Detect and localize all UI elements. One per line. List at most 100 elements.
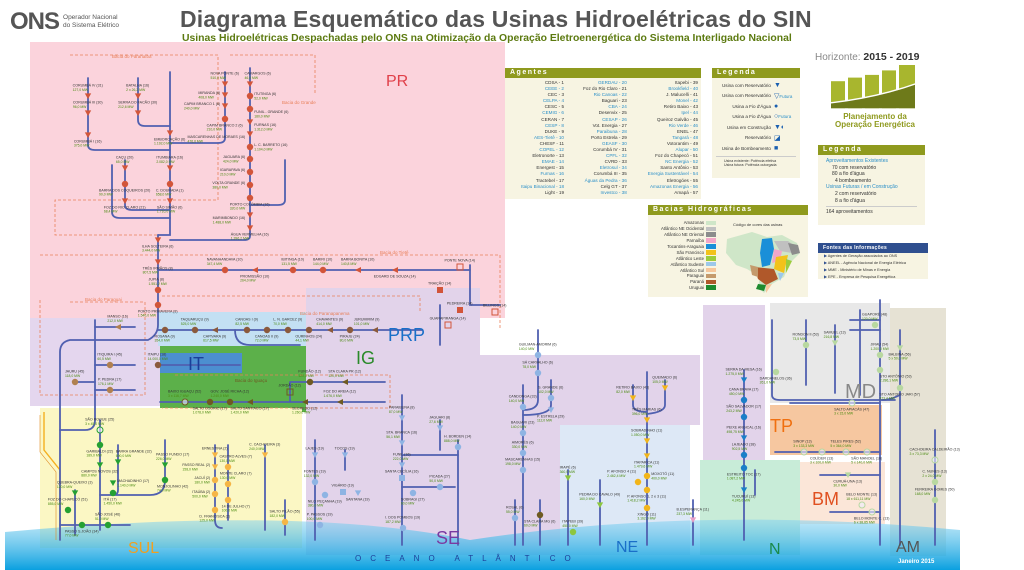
plant-teles-pires-52[interactable] [842,448,850,456]
plant-funil-grande-6[interactable] [246,105,254,113]
plant-monte-claro-7[interactable] [224,480,232,488]
plant-nova-ponte-6[interactable] [221,81,229,87]
plant-moxoto-11[interactable] [643,472,651,480]
plant-machadinho-17[interactable] [109,480,117,486]
plant-candonga-33[interactable] [519,403,527,411]
plant-14-de-julho-7[interactable] [224,496,232,504]
plant-batalha-16[interactable] [134,93,142,99]
plant-passo-real-2[interactable] [211,464,219,470]
plant-fundao-12[interactable] [306,378,314,386]
plant-edgard-de-souza-14[interactable] [392,267,398,273]
plant-miranda-6[interactable] [221,92,229,98]
plant-sto-antonio-jari-57[interactable] [896,384,904,392]
plant-serra-do-facao-30[interactable] [134,110,142,116]
plant-salto-osorio-17[interactable] [206,398,214,406]
plant-itapebi-39[interactable] [569,528,577,536]
plant-igarapava-6[interactable] [246,168,254,176]
plant-p-estrela-29[interactable] [547,407,555,413]
plant-retiro-baixo-43[interactable] [629,395,637,401]
plant-jupia-8[interactable] [154,286,162,294]
plant-corumba-i-16[interactable] [84,132,92,138]
plant-foz-do-rio-claro-21[interactable] [121,198,129,204]
plant-dardanelos-36[interactable] [772,368,780,376]
plant-p-passos-19[interactable] [316,521,324,529]
plant-estreito-toc-17[interactable] [740,464,748,472]
plant-ferreira-gomes-50[interactable] [931,496,939,504]
plant-tres-irmaos-8[interactable] [154,259,162,265]
plant-passo-fundo-17[interactable] [161,462,169,468]
plant-segredo-12[interactable] [302,399,308,405]
plant-agua-vermelha-16[interactable] [246,225,254,231]
plant-ernestina-2[interactable] [211,452,219,458]
plant-bariri-10[interactable] [319,266,327,274]
plant-itumbiara-16[interactable] [166,165,174,171]
plant-fontes-19[interactable] [311,478,319,486]
plant-i-dos-pombos-19[interactable] [399,524,407,532]
plant-colider-13[interactable] [818,448,826,456]
plant-itaparica-11[interactable] [643,453,651,459]
plant-cana-brava-17[interactable] [740,396,748,404]
plant-jordao-12[interactable] [286,388,294,396]
plant-itauba-2[interactable] [211,490,219,498]
plant-canoas-ii-9[interactable] [263,326,271,334]
plant-guilman-amorim-6[interactable] [534,351,542,359]
plant-curua-una-13[interactable] [844,472,852,478]
plant-h-borden-14[interactable] [454,443,462,451]
plant-xingo-11[interactable] [643,504,651,512]
plant-corumba-iii-30[interactable] [84,110,92,116]
plant-quebra-queixo-3[interactable] [71,490,79,496]
plant-salto-santiago-17[interactable] [247,399,253,405]
plant-sao-simao-6[interactable] [166,198,174,204]
plant-sta-branca-16[interactable] [398,440,406,446]
plant-queimado-6[interactable] [661,385,669,391]
plant-aimores-6[interactable] [519,449,527,457]
plant-p-afonso-1-2-e-3-11[interactable] [643,486,651,494]
plant-sao-manoel-16[interactable] [863,448,871,456]
plant-baixo-iguacu-52[interactable] [181,398,189,406]
plant-p-pedra-17[interactable] [106,386,114,394]
plant-tocos-19[interactable] [341,452,349,458]
plant-piraju-24[interactable] [346,326,354,334]
plant-barra-bonita-10[interactable] [355,267,361,273]
plant-traicao-14[interactable] [437,287,443,293]
plant-santana-19[interactable] [354,490,362,496]
plant-sao-jose-46[interactable] [104,521,112,529]
plant-cacu-20[interactable] [121,165,129,171]
plant-passo-s-joao-34[interactable] [78,521,86,529]
plant-emborcacao-6[interactable] [166,130,174,136]
plant-jurumirim-9[interactable] [372,327,378,333]
plant-itiquira-i-45[interactable] [106,361,114,369]
plant-tres-marias-6[interactable] [643,417,651,423]
plant-promissao-10[interactable] [252,267,258,273]
plant-balbina-56[interactable] [896,345,904,351]
plant-jaguara-6[interactable] [246,155,254,163]
plant-pedreira-14[interactable] [457,307,463,313]
plant-belo-monte-13[interactable] [858,501,866,509]
plant-cachoeira-caldeirao-13[interactable] [931,456,939,464]
plant-salto-pilao-55[interactable] [281,518,289,526]
plant-gov-jose-richa-12[interactable] [226,398,234,406]
plant-l-c-barreto-16[interactable] [246,143,254,151]
plant-ponte-nova-14[interactable] [456,263,464,271]
plant-salto-apiacas-47[interactable] [848,399,856,407]
plant-itaipu-18[interactable] [154,361,162,369]
plant-jirau-54[interactable] [876,351,884,359]
plant-s-grande-6[interactable] [547,394,555,402]
plant-sobradinho-11[interactable] [643,438,651,444]
plant-mascarenhas-de-moraes-16[interactable] [246,131,254,137]
plant-taquarucu-9[interactable] [191,326,199,334]
plant-foz-do-areia-12[interactable] [337,399,343,405]
plant-porto-colombia-16[interactable] [246,194,254,202]
plant-navanhandava-10[interactable] [221,266,229,274]
plant-ourinhos-24[interactable] [305,326,313,334]
plant-sao-roque-25[interactable] [96,426,104,434]
plant-rosana-9[interactable] [161,326,169,334]
plant-jaguari-8[interactable] [436,425,444,431]
plant-l-n-garcez-9[interactable] [284,326,292,334]
plant-castro-alves-7[interactable] [224,463,232,471]
plant-sto-antonio-53[interactable] [876,366,884,374]
plant-funil-16[interactable] [398,462,406,468]
plant-paraibuna-8[interactable] [398,415,406,421]
plant-barra-dos-coqueiros-20[interactable] [121,180,129,188]
plant-tucurui-13[interactable] [740,487,748,493]
